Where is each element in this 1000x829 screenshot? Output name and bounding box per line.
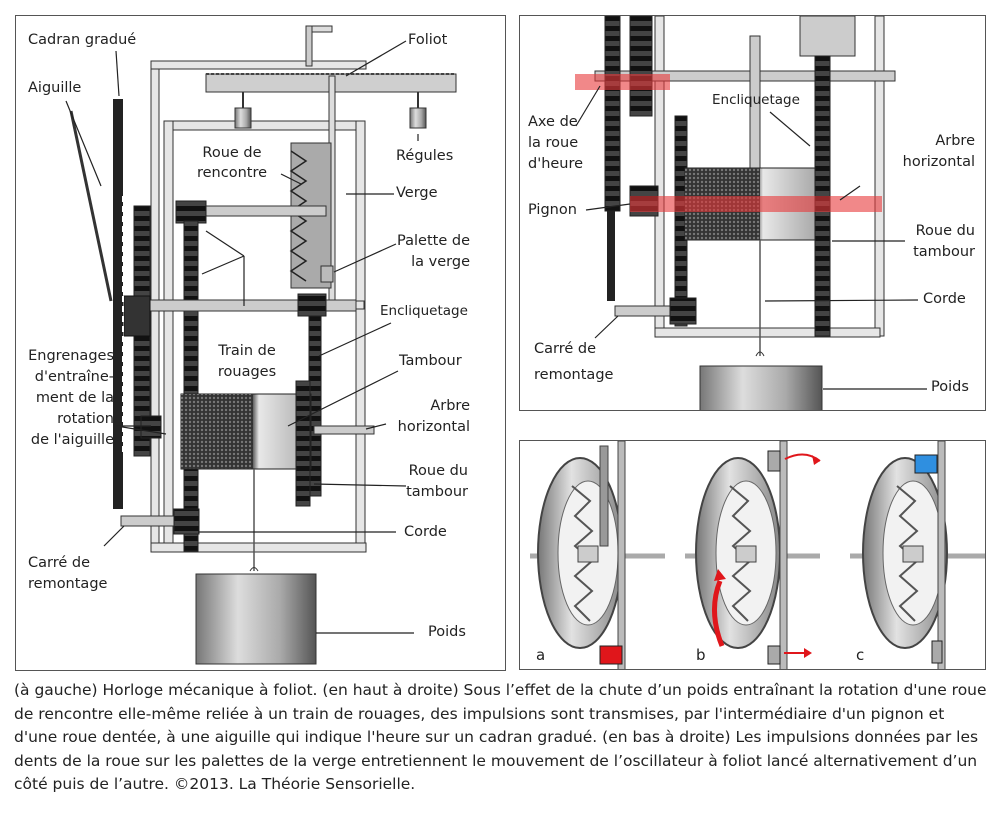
label-carre-line1: Carré de bbox=[28, 555, 91, 571]
label-roue-tambour-line1: Roue du bbox=[408, 463, 468, 479]
label-train-line1: Train de bbox=[218, 343, 276, 359]
escape-wheel-b bbox=[685, 441, 821, 669]
label-regules: Régules bbox=[396, 148, 454, 164]
label-roue-tambour-tr-line2: tambour bbox=[913, 244, 975, 260]
label-engrenages-line2: d'entraîne- bbox=[34, 369, 114, 385]
label-train-line2: rouages bbox=[217, 364, 277, 380]
label-axe-line3: d'heure bbox=[528, 156, 584, 172]
label-foliot: Foliot bbox=[408, 32, 448, 48]
label-axe-line2: la roue bbox=[528, 135, 579, 151]
label-arbre-line1: Arbre bbox=[430, 398, 470, 414]
label-aiguille: Aiguille bbox=[28, 80, 82, 96]
label-carre-tr-line2: remontage bbox=[534, 367, 614, 383]
label-roue-tambour-line2: tambour bbox=[406, 484, 468, 500]
figure-caption: (à gauche) Horloge mécanique à foliot. (… bbox=[14, 681, 987, 793]
escape-wheel-c bbox=[850, 441, 985, 669]
label-roue-tambour-tr-line1: Roue du bbox=[915, 223, 975, 239]
label-verge: Verge bbox=[396, 185, 438, 201]
foliot-clock-drawing bbox=[65, 25, 457, 665]
label-carre-line2: remontage bbox=[28, 576, 108, 592]
bottom-right-escapement-panel: a b c bbox=[519, 440, 986, 670]
label-arbre-tr-line2: horizontal bbox=[902, 154, 975, 170]
left-clock-panel: Cadran gradué Aiguille Foliot Régules Ro… bbox=[15, 15, 506, 671]
label-axe-line1: Axe de bbox=[528, 114, 578, 130]
label-pignon: Pignon bbox=[528, 202, 577, 218]
label-corde: Corde bbox=[404, 524, 447, 540]
label-poids-tr: Poids bbox=[931, 379, 969, 395]
label-encliquetage-tr: Encliquetage bbox=[712, 92, 800, 108]
sublabel-b: b bbox=[696, 646, 706, 664]
label-encliquetage: Encliquetage bbox=[380, 303, 468, 319]
label-engrenages-line5: de l'aiguille bbox=[30, 432, 114, 448]
label-tambour: Tambour bbox=[399, 353, 462, 369]
label-cadran-gradue: Cadran gradué bbox=[28, 32, 137, 48]
label-engrenages-line1: Engrenages bbox=[28, 348, 114, 364]
label-arbre-line2: horizontal bbox=[397, 419, 470, 435]
label-roue-de-rencontre-line1: Roue de bbox=[202, 145, 262, 161]
escape-wheel-a bbox=[530, 441, 665, 669]
label-corde-tr: Corde bbox=[923, 291, 966, 307]
sublabel-a: a bbox=[536, 646, 546, 664]
gearing-detail-drawing bbox=[575, 16, 927, 410]
escapement-sequence-drawing bbox=[530, 441, 985, 669]
label-poids: Poids bbox=[428, 624, 466, 640]
label-palette-line1: Palette de bbox=[397, 233, 470, 249]
label-palette-line2: la verge bbox=[411, 254, 470, 270]
label-carre-tr-line1: Carré de bbox=[534, 341, 597, 357]
label-engrenages-line4: rotation bbox=[57, 411, 114, 427]
top-right-gearing-panel: Axe de la roue d'heure Encliquetage Arbr… bbox=[519, 15, 986, 411]
label-engrenages-line3: ment de la bbox=[35, 390, 114, 406]
label-arbre-tr-line1: Arbre bbox=[935, 133, 975, 149]
sublabel-c: c bbox=[856, 646, 865, 664]
label-roue-de-rencontre-line2: rencontre bbox=[196, 165, 268, 181]
